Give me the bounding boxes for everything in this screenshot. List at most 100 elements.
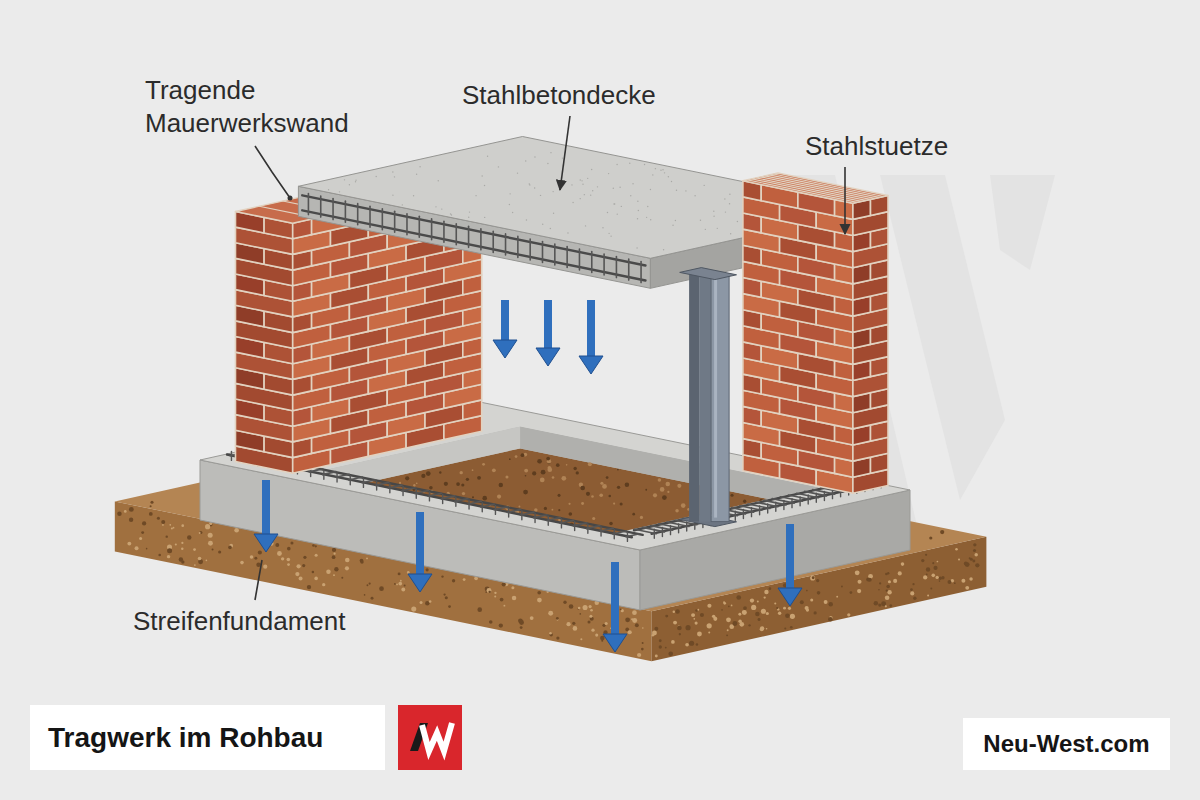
rebar-stirrup — [600, 527, 601, 536]
rebar-stirrup — [443, 221, 445, 242]
soil-grain — [685, 625, 690, 630]
concrete-grain — [737, 221, 738, 222]
wall-mortar — [743, 181, 853, 494]
soil-grain — [824, 600, 828, 604]
load-arrow — [501, 300, 509, 342]
concrete-grain — [629, 163, 630, 164]
soil-grain — [912, 583, 914, 585]
soil-grain — [296, 564, 300, 568]
soil-grain — [969, 557, 971, 559]
concrete-grain — [637, 218, 638, 219]
concrete-slab — [298, 137, 874, 289]
soil-grain — [326, 570, 331, 575]
concrete-grain — [392, 171, 393, 172]
soil-grain — [315, 554, 318, 557]
soil-grain — [561, 476, 566, 481]
soil-grain — [605, 622, 608, 625]
load-arrowhead — [493, 340, 517, 358]
soil-grain — [723, 601, 725, 603]
soil-grain — [552, 476, 555, 479]
soil-grain — [743, 518, 748, 523]
soil-grain — [600, 636, 605, 641]
soil-grain — [444, 482, 448, 486]
soil-grain — [642, 627, 644, 629]
soil-grain — [599, 493, 603, 497]
concrete-grain — [610, 235, 611, 236]
soil-grain — [393, 504, 396, 507]
soil-grain — [477, 607, 482, 612]
rebar-stirrup — [521, 511, 522, 520]
soil-grain — [169, 524, 171, 526]
soil-grain — [673, 610, 676, 613]
cap-plate — [680, 268, 737, 280]
load-arrows — [254, 300, 802, 652]
soil-grain — [750, 598, 754, 602]
soil-block — [115, 427, 987, 661]
soil-grain — [334, 567, 338, 571]
soil-grain — [141, 531, 144, 534]
concrete-grain — [660, 170, 661, 171]
soil-grain — [407, 571, 410, 574]
soil-grain — [534, 508, 537, 511]
concrete-grain — [608, 233, 609, 234]
soil-grain — [878, 603, 881, 606]
soil-grain — [810, 575, 815, 580]
soil-grain — [194, 564, 196, 566]
soil-grain — [150, 501, 153, 504]
watermark-stroke — [880, 175, 1005, 500]
soil-grain — [579, 613, 581, 615]
rebar-stirrup — [561, 519, 562, 528]
rebar-stirrup — [534, 514, 535, 523]
soil-grain — [625, 617, 630, 622]
rebar-stirrup — [336, 473, 337, 482]
soil-grain — [769, 587, 772, 590]
soil-grain — [345, 558, 350, 563]
soil-grain — [502, 582, 506, 586]
soil-grain — [677, 484, 681, 488]
soil-grain — [816, 579, 819, 582]
concrete-grain — [637, 200, 638, 201]
soil-grain — [668, 651, 673, 656]
concrete-grain — [534, 187, 535, 188]
soil-grain — [736, 595, 741, 600]
soil-grain — [732, 621, 737, 626]
concrete-grain — [636, 247, 637, 248]
soil-grain — [696, 643, 698, 645]
soil-grain — [858, 580, 862, 584]
concrete-grain — [725, 211, 726, 212]
soil-grain — [947, 580, 951, 584]
soil-grain — [974, 553, 977, 556]
soil-grain — [757, 601, 759, 603]
soil-grain — [135, 546, 139, 550]
soil-grain — [635, 623, 639, 627]
soil-grain — [314, 577, 318, 581]
soil-grain — [181, 524, 184, 527]
soil-grain — [384, 493, 386, 495]
soil-grain — [199, 531, 202, 534]
soil-grain — [396, 584, 398, 586]
soil-grain — [332, 548, 336, 552]
soil-grain — [689, 641, 694, 646]
soil-grain — [885, 605, 887, 607]
soil-grain — [645, 489, 647, 491]
concrete-grain — [663, 249, 664, 250]
soil-grain — [413, 484, 415, 486]
soil-grain — [452, 579, 455, 582]
soil-grain — [658, 478, 662, 482]
soil-grain — [250, 555, 254, 559]
soil-grain — [563, 535, 565, 537]
concrete-grain — [613, 203, 614, 204]
soil-grain — [334, 553, 336, 555]
soil-grain — [632, 618, 637, 623]
concrete-grain — [608, 173, 609, 174]
concrete-grain — [441, 208, 442, 209]
concrete-grain — [655, 168, 656, 169]
concrete-grain — [582, 183, 583, 184]
soil-grain — [492, 468, 496, 472]
soil-grain — [940, 530, 944, 534]
soil-grain — [399, 482, 401, 484]
load-arrow — [611, 562, 619, 636]
concrete-grain — [416, 173, 417, 174]
load-arrowhead — [778, 588, 802, 606]
